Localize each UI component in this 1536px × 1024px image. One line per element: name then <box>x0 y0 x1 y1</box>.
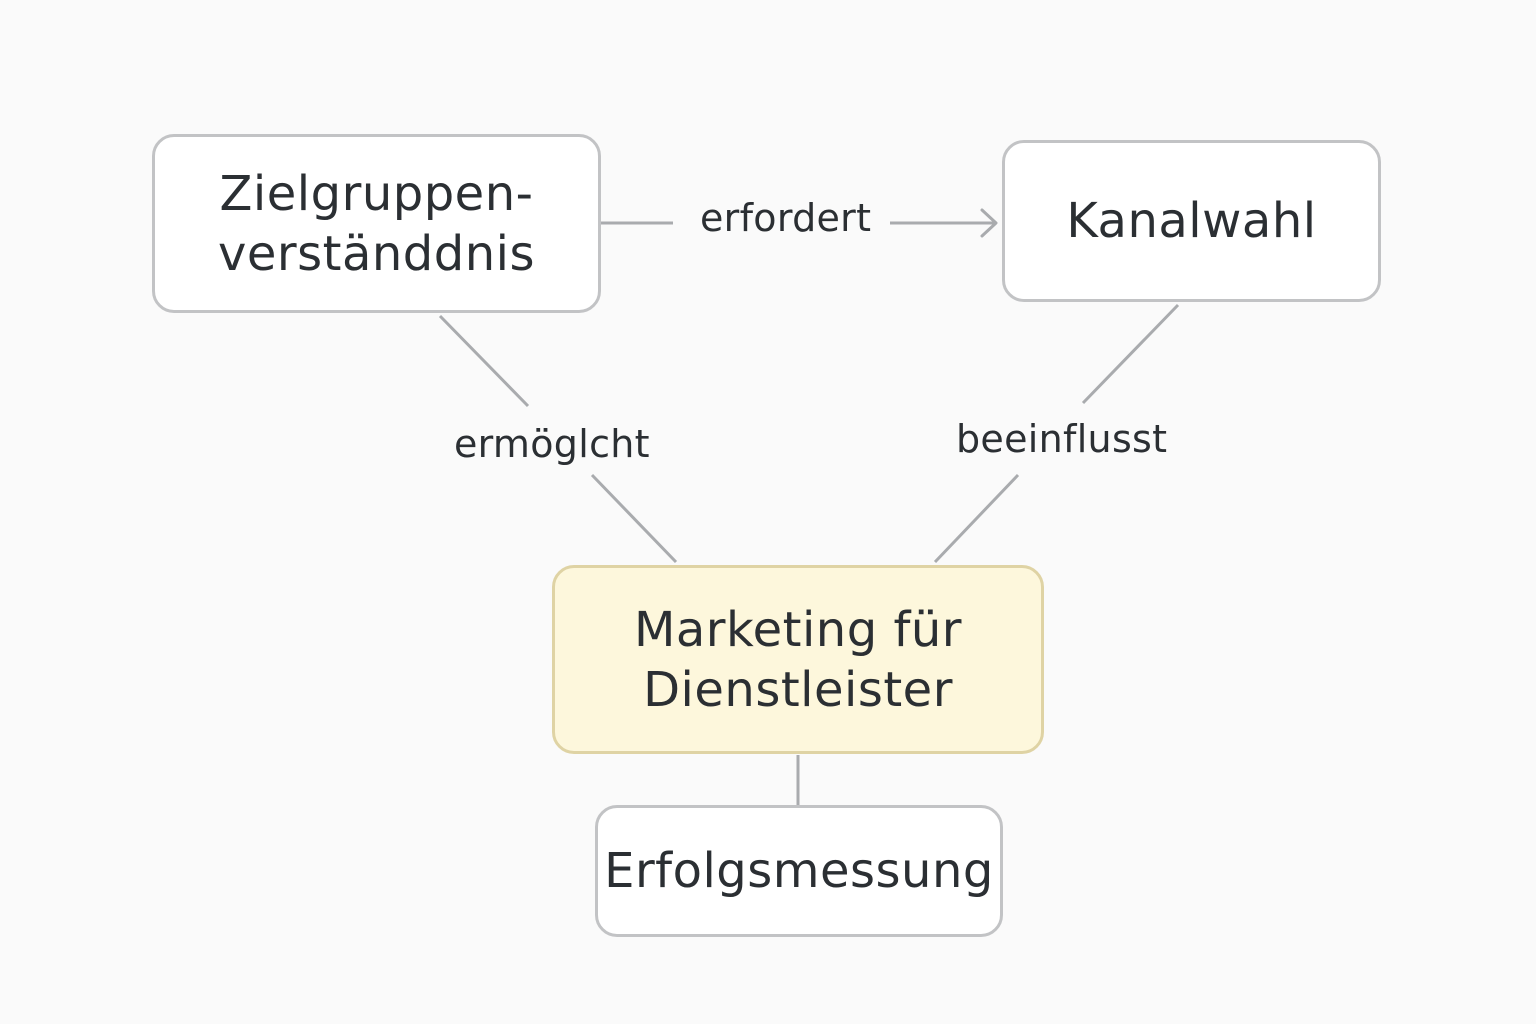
edge-label-ermoeglicht: ermöglcht <box>454 422 650 466</box>
edge-zielgruppe-marketing-upper <box>438 314 530 408</box>
edge-label-beeinflusst: beeinflusst <box>956 417 1168 461</box>
node-zielgruppenverstaendnis: Zielgruppen- verständdnis <box>152 134 601 313</box>
arrowhead-icon <box>980 208 998 238</box>
node-label-line: Kanalwahl <box>1066 193 1317 249</box>
edge-kanalwahl-marketing-upper <box>1081 303 1180 405</box>
node-label-line: Dienstleister <box>643 661 953 718</box>
edge-kanalwahl-marketing-lower <box>933 473 1020 564</box>
node-erfolgsmessung: Erfolgsmessung <box>595 805 1003 937</box>
node-label-line: Erfolgsmessung <box>604 843 994 899</box>
node-kanalwahl: Kanalwahl <box>1002 140 1381 302</box>
edge-label-erfordert: erfordert <box>700 196 872 240</box>
edge-zielgruppe-marketing-lower <box>590 473 678 564</box>
node-label-line: Zielgruppen- <box>219 165 534 222</box>
node-marketing-fuer-dienstleister: Marketing für Dienstleister <box>552 565 1044 754</box>
node-label-line: Marketing für <box>633 601 963 658</box>
node-label-line: verständdnis <box>217 225 536 282</box>
